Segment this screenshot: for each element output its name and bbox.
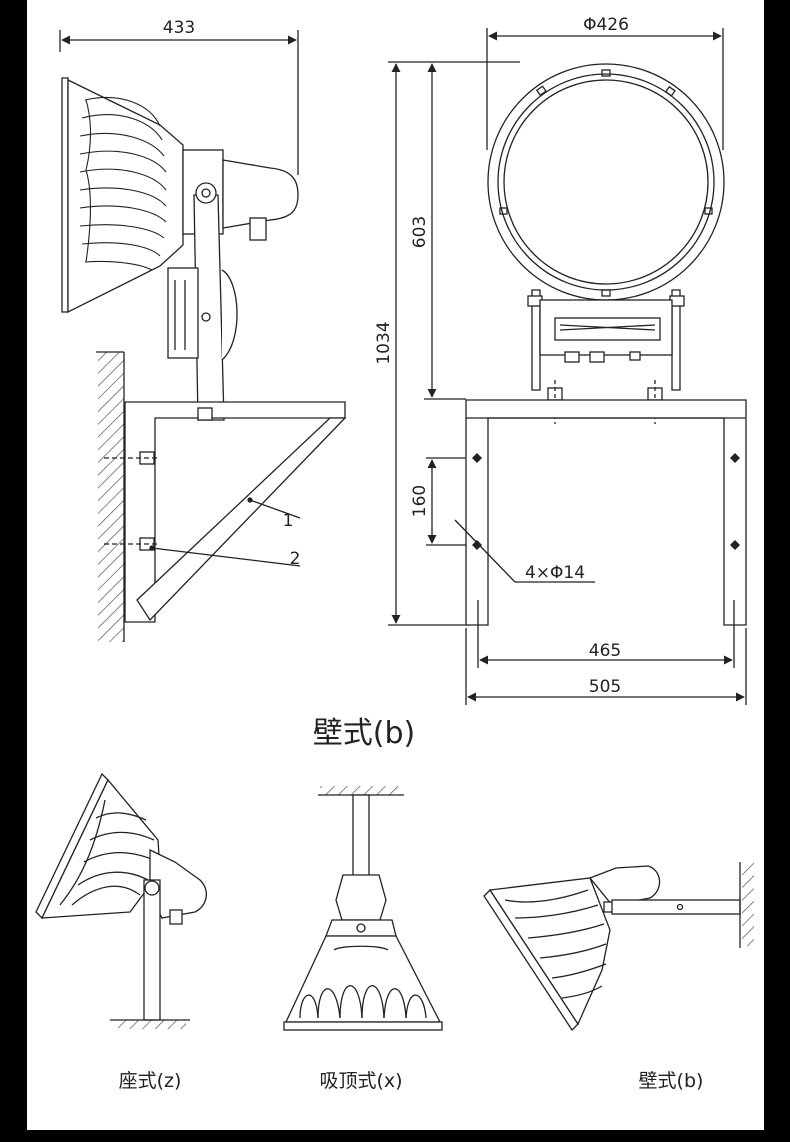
wall-mount-view	[483, 862, 754, 1032]
dim-holes: 4×Φ14	[525, 563, 585, 583]
callout-part-1: 1	[283, 511, 294, 531]
leader-part-2	[151, 547, 301, 567]
ring-lugs	[499, 69, 713, 297]
dim-inner-width: 465	[589, 641, 621, 661]
caption-ceiling: 吸顶式(x)	[319, 1070, 402, 1092]
callout-part-2: 2	[290, 549, 301, 569]
dim-diameter: Φ426	[583, 15, 629, 35]
caption-seat: 座式(z)	[119, 1070, 182, 1092]
dim-lamp-height: 603	[410, 216, 430, 248]
caption-wall: 壁式(b)	[639, 1070, 704, 1092]
dim-side-width: 433	[163, 18, 195, 38]
ceiling-mount-view	[283, 786, 443, 1031]
mounting-holes	[472, 453, 740, 550]
side-view	[59, 30, 347, 642]
dim-outer-width: 505	[589, 677, 621, 697]
caption-main: 壁式(b)	[313, 716, 415, 751]
leader-part-1	[249, 499, 301, 519]
dim-total-height: 1034	[374, 321, 394, 364]
reflector-scallops	[79, 96, 167, 271]
dim-hole-spacing: 160	[410, 485, 430, 517]
front-view	[388, 28, 747, 705]
seat-mount-view	[35, 772, 207, 1029]
